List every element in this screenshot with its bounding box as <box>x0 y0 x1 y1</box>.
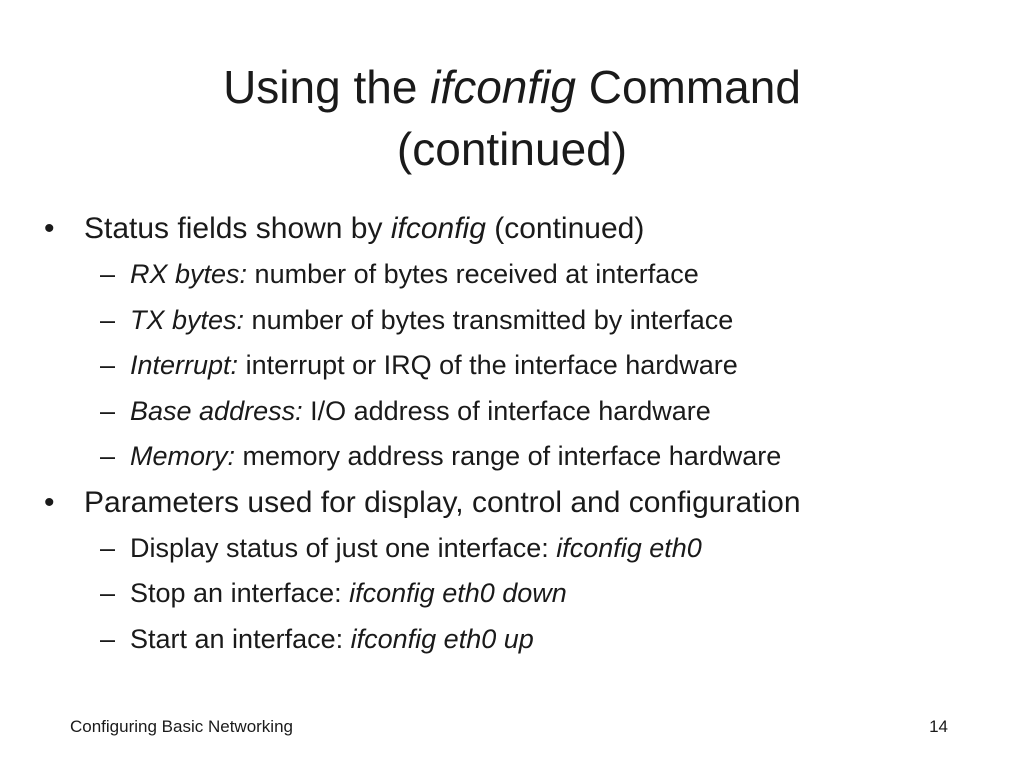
sub-item-interrupt: –Interrupt: interrupt or IRQ of the inte… <box>44 343 1004 389</box>
parameters-list: –Display status of just one interface: i… <box>44 526 1004 663</box>
bullet-status-fields: •Status fields shown by ifconfig (contin… <box>44 206 1004 252</box>
sub-item-memory: –Memory: memory address range of interfa… <box>44 434 1004 480</box>
sub-item-base-address: –Base address: I/O address of interface … <box>44 389 1004 435</box>
dash-marker: – <box>100 395 116 426</box>
bullet-parameters: •Parameters used for display, control an… <box>44 480 1004 526</box>
dash-marker: – <box>100 259 116 289</box>
status-fields-list: –RX bytes: number of bytes received at i… <box>44 252 1004 480</box>
dash-marker: – <box>100 532 116 563</box>
bullet-marker: • <box>44 485 55 519</box>
dash-marker: – <box>100 578 116 608</box>
sub-item-rx-bytes: –RX bytes: number of bytes received at i… <box>44 252 1004 298</box>
footer-course-title: Configuring Basic Networking <box>70 717 293 736</box>
title-command-name: ifconfig <box>430 61 576 113</box>
title-line-2: (continued) <box>396 123 628 175</box>
title-line-1: Using the ifconfig Command <box>223 61 801 113</box>
bullet-marker: • <box>44 212 55 245</box>
page-number: 14 <box>929 717 948 736</box>
sub-item-tx-bytes: –TX bytes: number of bytes transmitted b… <box>44 298 1004 344</box>
dash-marker: – <box>100 304 116 335</box>
dash-marker: – <box>100 623 116 654</box>
sub-item-stop-interface: –Stop an interface: ifconfig eth0 down <box>44 571 1004 617</box>
dash-marker: – <box>100 441 116 471</box>
sub-item-display-status: –Display status of just one interface: i… <box>44 526 1004 572</box>
slide-title: Using the ifconfig Command (continued) <box>0 56 1024 180</box>
slide-content: •Status fields shown by ifconfig (contin… <box>44 206 1004 662</box>
dash-marker: – <box>100 350 116 380</box>
sub-item-start-interface: –Start an interface: ifconfig eth0 up <box>44 617 1004 663</box>
